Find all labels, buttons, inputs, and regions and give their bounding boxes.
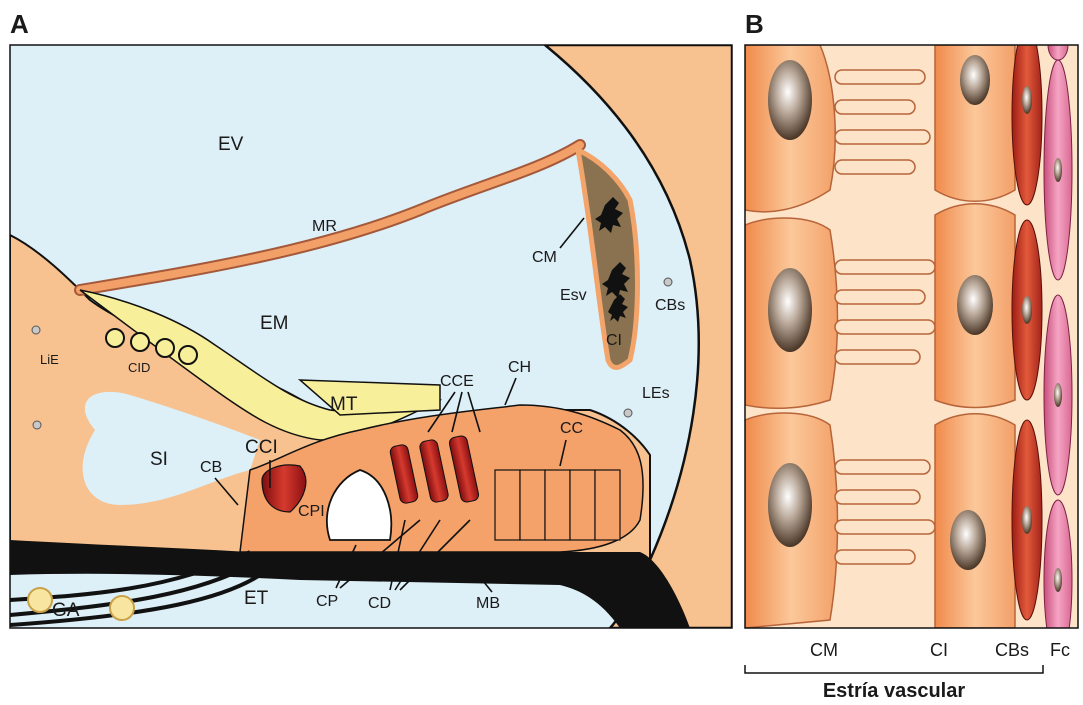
label-em: EM	[260, 313, 289, 334]
label-mb: MB	[476, 595, 500, 612]
label-cid: CID	[128, 360, 150, 375]
label-cb: CB	[200, 459, 222, 476]
panel-b-letter: B	[745, 9, 764, 39]
stria-bracket	[745, 665, 1043, 673]
label-cpi: CPI	[298, 503, 325, 520]
label-lie: LiE	[40, 352, 59, 367]
label-cc: CC	[560, 420, 583, 437]
label-b-fc: Fc	[1050, 640, 1070, 660]
label-b-cbs: CBs	[995, 640, 1029, 660]
label-b-ci: CI	[930, 640, 948, 660]
label-si: SI	[150, 449, 168, 470]
label-ch: CH	[508, 359, 531, 376]
panel-b-stria-vascularis	[745, 25, 1078, 660]
panel-b-labels: CM CI CBs Fc	[810, 640, 1070, 660]
label-et: ET	[244, 588, 269, 609]
label-ci: CI	[606, 332, 622, 349]
label-mt: MT	[330, 394, 358, 415]
fibrocytes	[1044, 30, 1072, 660]
claudius-cells	[495, 470, 620, 540]
label-cce: CCE	[440, 373, 474, 390]
outer-hair-cells	[389, 435, 479, 504]
label-cd: CD	[368, 595, 391, 612]
label-ev: EV	[218, 134, 244, 155]
panel-a-cochlear-duct	[10, 45, 732, 628]
label-cci: CCI	[245, 437, 278, 458]
label-mr: MR	[312, 218, 337, 235]
stria-caption: Estría vascular	[823, 680, 966, 702]
label-ga: GA	[52, 600, 80, 621]
label-b-cm: CM	[810, 640, 838, 660]
label-esv: Esv	[560, 287, 587, 304]
panel-a-letter: A	[10, 9, 29, 39]
label-cp: CP	[316, 593, 338, 610]
label-cbs: CBs	[655, 297, 685, 314]
label-cm: CM	[532, 249, 557, 266]
label-les: LEs	[642, 385, 670, 402]
